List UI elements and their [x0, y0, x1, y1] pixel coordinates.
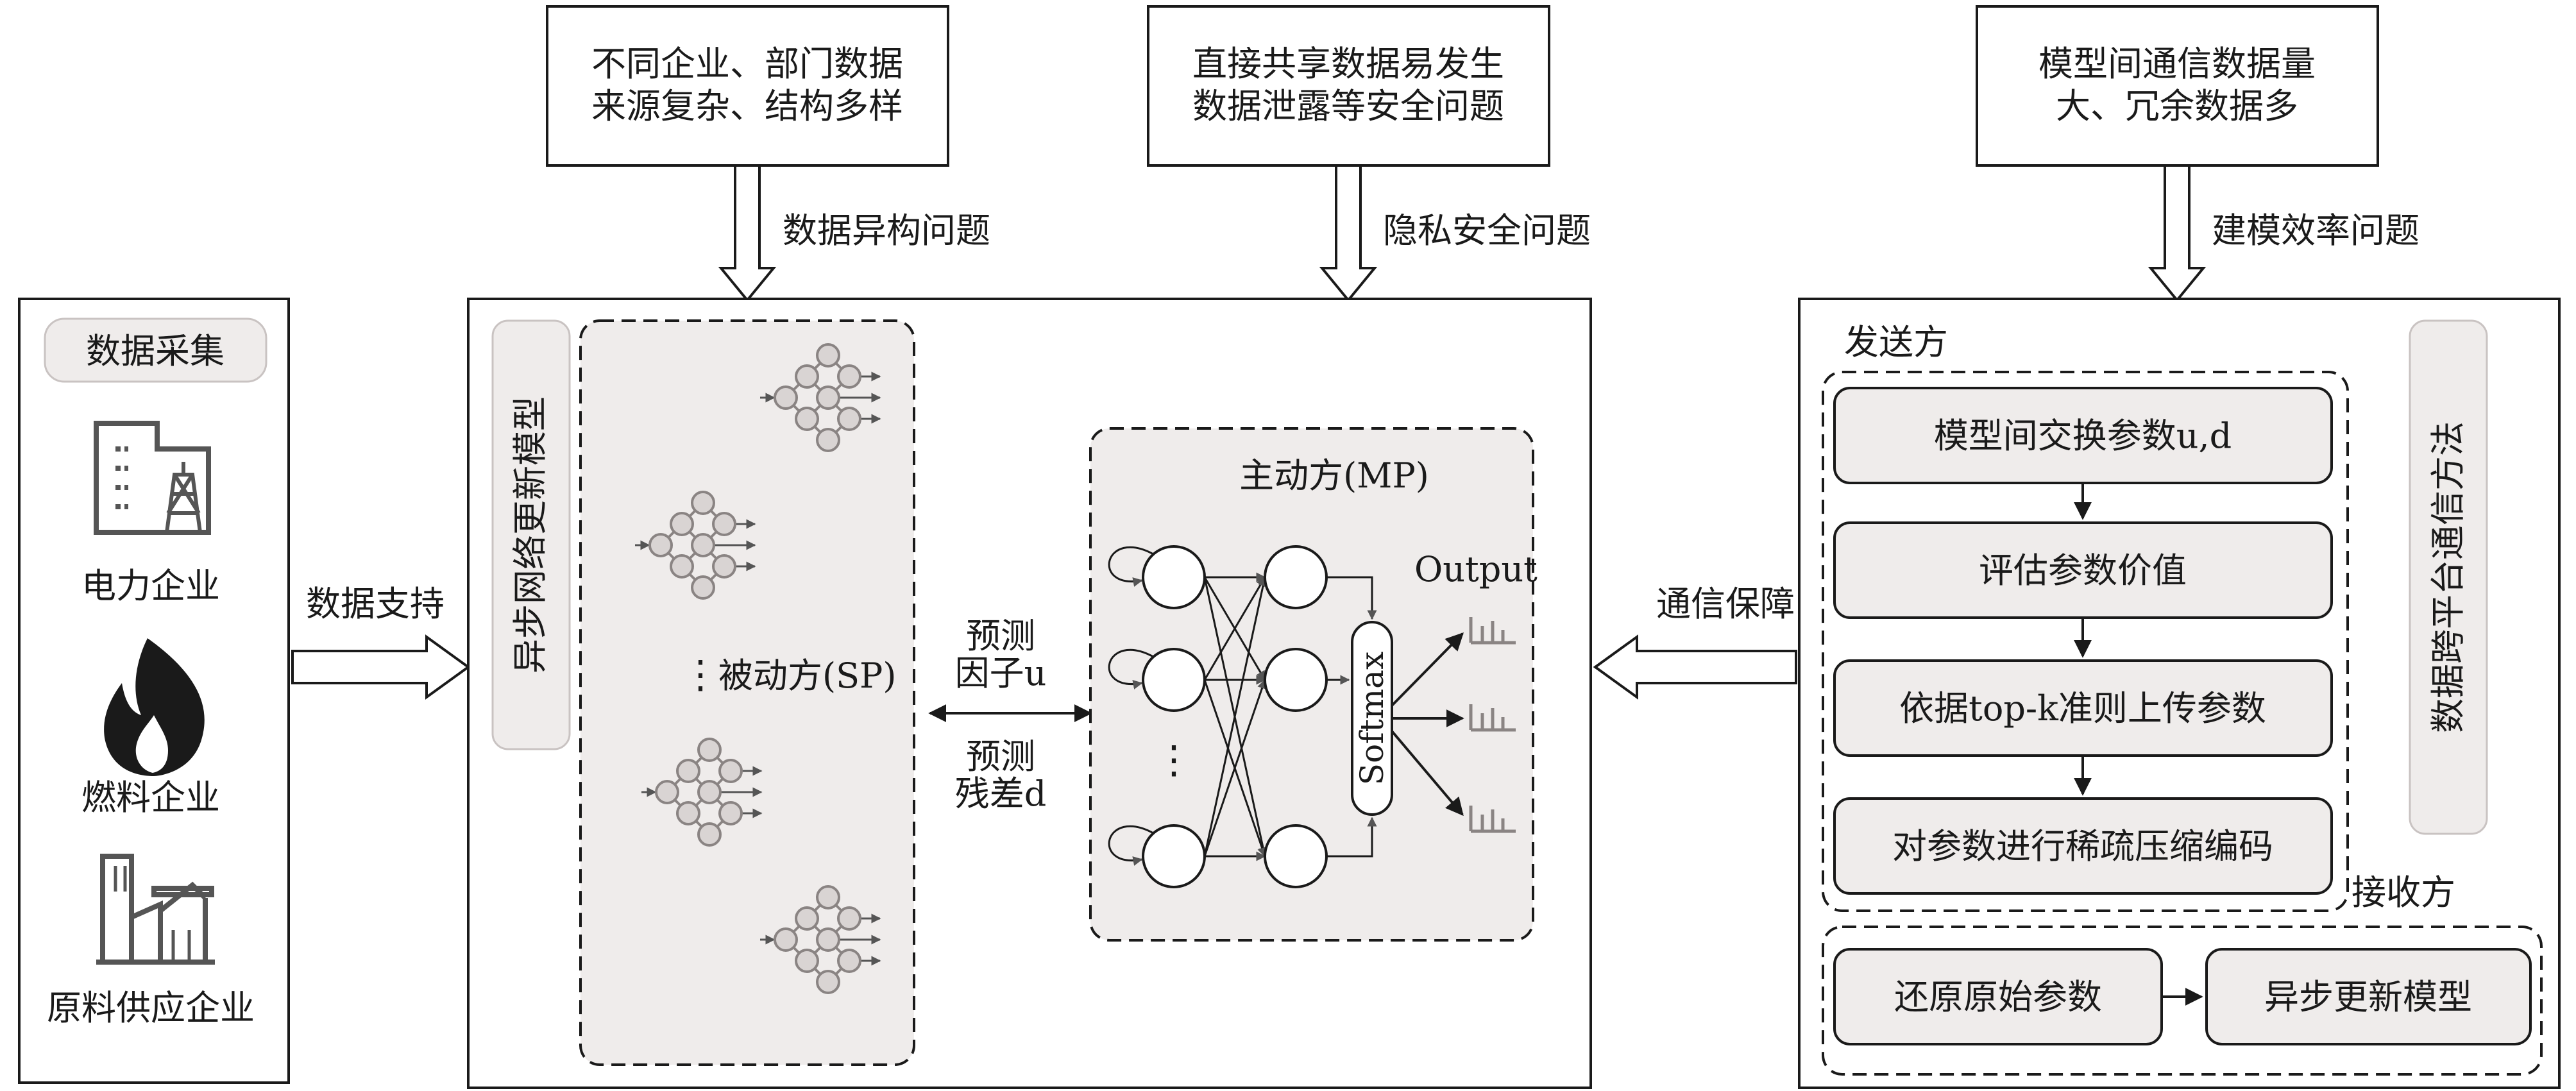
problem-text-2a: 直接共享数据易发生	[1192, 44, 1504, 84]
down-arrow-2	[1319, 164, 1378, 303]
step-2: 评估参数价值	[1833, 521, 2333, 619]
passive-party-networks	[635, 343, 881, 994]
right-panel: 发送方 数据跨平台通信方法 模型间交换参数u,d 评估参数价值 依据top-k准…	[1798, 298, 2561, 1089]
passive-party-label: 被动方(SP)	[718, 655, 896, 696]
step-4: 对参数进行稀疏压缩编码	[1833, 797, 2333, 895]
mini-network-4	[760, 885, 881, 994]
data-support-label: 数据支持	[306, 584, 445, 624]
passive-ellipsis: ⋮	[681, 652, 720, 697]
predict-factor-line1: 预测	[966, 616, 1035, 656]
down-arrow-1	[718, 164, 777, 303]
problem-box-heterogeneity: 不同企业、部门数据 来源复杂、结构多样	[546, 5, 949, 167]
left-panel: 数据采集 电力企业 燃料企业 原料供应企业	[18, 298, 290, 1084]
comm-guarantee-label: 通信保障	[1656, 584, 1795, 624]
cross-platform-title: 数据跨平台通信方法	[2428, 421, 2468, 733]
softmax-label: Softmax	[1353, 652, 1391, 785]
down-arrows	[718, 164, 2207, 303]
step-1-text: 模型间交换参数u,d	[1934, 416, 2232, 456]
problem-text-3b: 大、冗余数据多	[2056, 86, 2298, 126]
step-3-text: 依据top-k准则上传参数	[1899, 688, 2266, 729]
active-ellipsis: ⋮	[1155, 738, 1193, 782]
enterprise-power: 电力企业	[81, 566, 220, 606]
mini-network-3	[641, 738, 763, 847]
down-arrow-3	[2148, 164, 2207, 303]
step-4-text: 对参数进行稀疏压缩编码	[1892, 826, 2273, 867]
active-party-network: ⋮	[1108, 545, 1377, 888]
center-panel: 异步网络更新模型 ⋮ 被动方(SP) 预测 因子u 预测 残差d 主动方(MP)…	[467, 298, 1592, 1089]
predict-factor-line2: 因子u	[955, 653, 1047, 693]
power-plant-icon	[94, 421, 211, 535]
mini-network-1	[760, 343, 881, 452]
sender-label: 发送方	[1844, 322, 1948, 362]
comm-guarantee-arrow	[1593, 634, 1797, 700]
passive-party-panel	[579, 319, 915, 1066]
problem-text-1a: 不同企业、部门数据	[591, 44, 903, 84]
enterprise-raw-material: 原料供应企业	[47, 988, 255, 1028]
output-label: Output	[1414, 549, 1538, 589]
problem-box-privacy: 直接共享数据易发生 数据泄露等安全问题	[1147, 5, 1550, 167]
data-collection-title: 数据采集	[86, 331, 225, 371]
data-support-arrow	[291, 634, 471, 700]
problem-box-efficiency: 模型间通信数据量 大、冗余数据多	[1976, 5, 2379, 167]
receiver-label: 接收方	[2351, 872, 2455, 913]
factory-icon	[96, 854, 215, 965]
receiver-step-1-text: 还原原始参数	[1894, 977, 2102, 1017]
fuel-flame-icon	[104, 638, 205, 776]
predict-residual-line1: 预测	[966, 736, 1035, 777]
receiver-step-2: 异步更新模型	[2205, 948, 2532, 1045]
label-efficiency: 建模效率问题	[2212, 210, 2419, 251]
receiver-step-2-text: 异步更新模型	[2264, 977, 2472, 1017]
step-3: 依据top-k准则上传参数	[1833, 659, 2333, 757]
enterprise-fuel: 燃料企业	[81, 777, 220, 818]
mini-network-2	[635, 491, 756, 600]
step-1: 模型间交换参数u,d	[1833, 387, 2333, 484]
active-party-label: 主动方(MP)	[1239, 455, 1429, 496]
async-model-title: 异步网络更新模型	[510, 396, 550, 673]
receiver-step-1: 还原原始参数	[1833, 948, 2163, 1045]
predict-residual-line2: 残差d	[955, 774, 1047, 814]
label-privacy: 隐私安全问题	[1383, 210, 1591, 251]
step-2-text: 评估参数价值	[1979, 550, 2187, 591]
label-heterogeneity: 数据异构问题	[783, 210, 990, 251]
problem-text-2b: 数据泄露等安全问题	[1192, 86, 1504, 126]
problem-text-3a: 模型间通信数据量	[2038, 44, 2316, 84]
problem-text-1b: 来源复杂、结构多样	[591, 86, 903, 126]
